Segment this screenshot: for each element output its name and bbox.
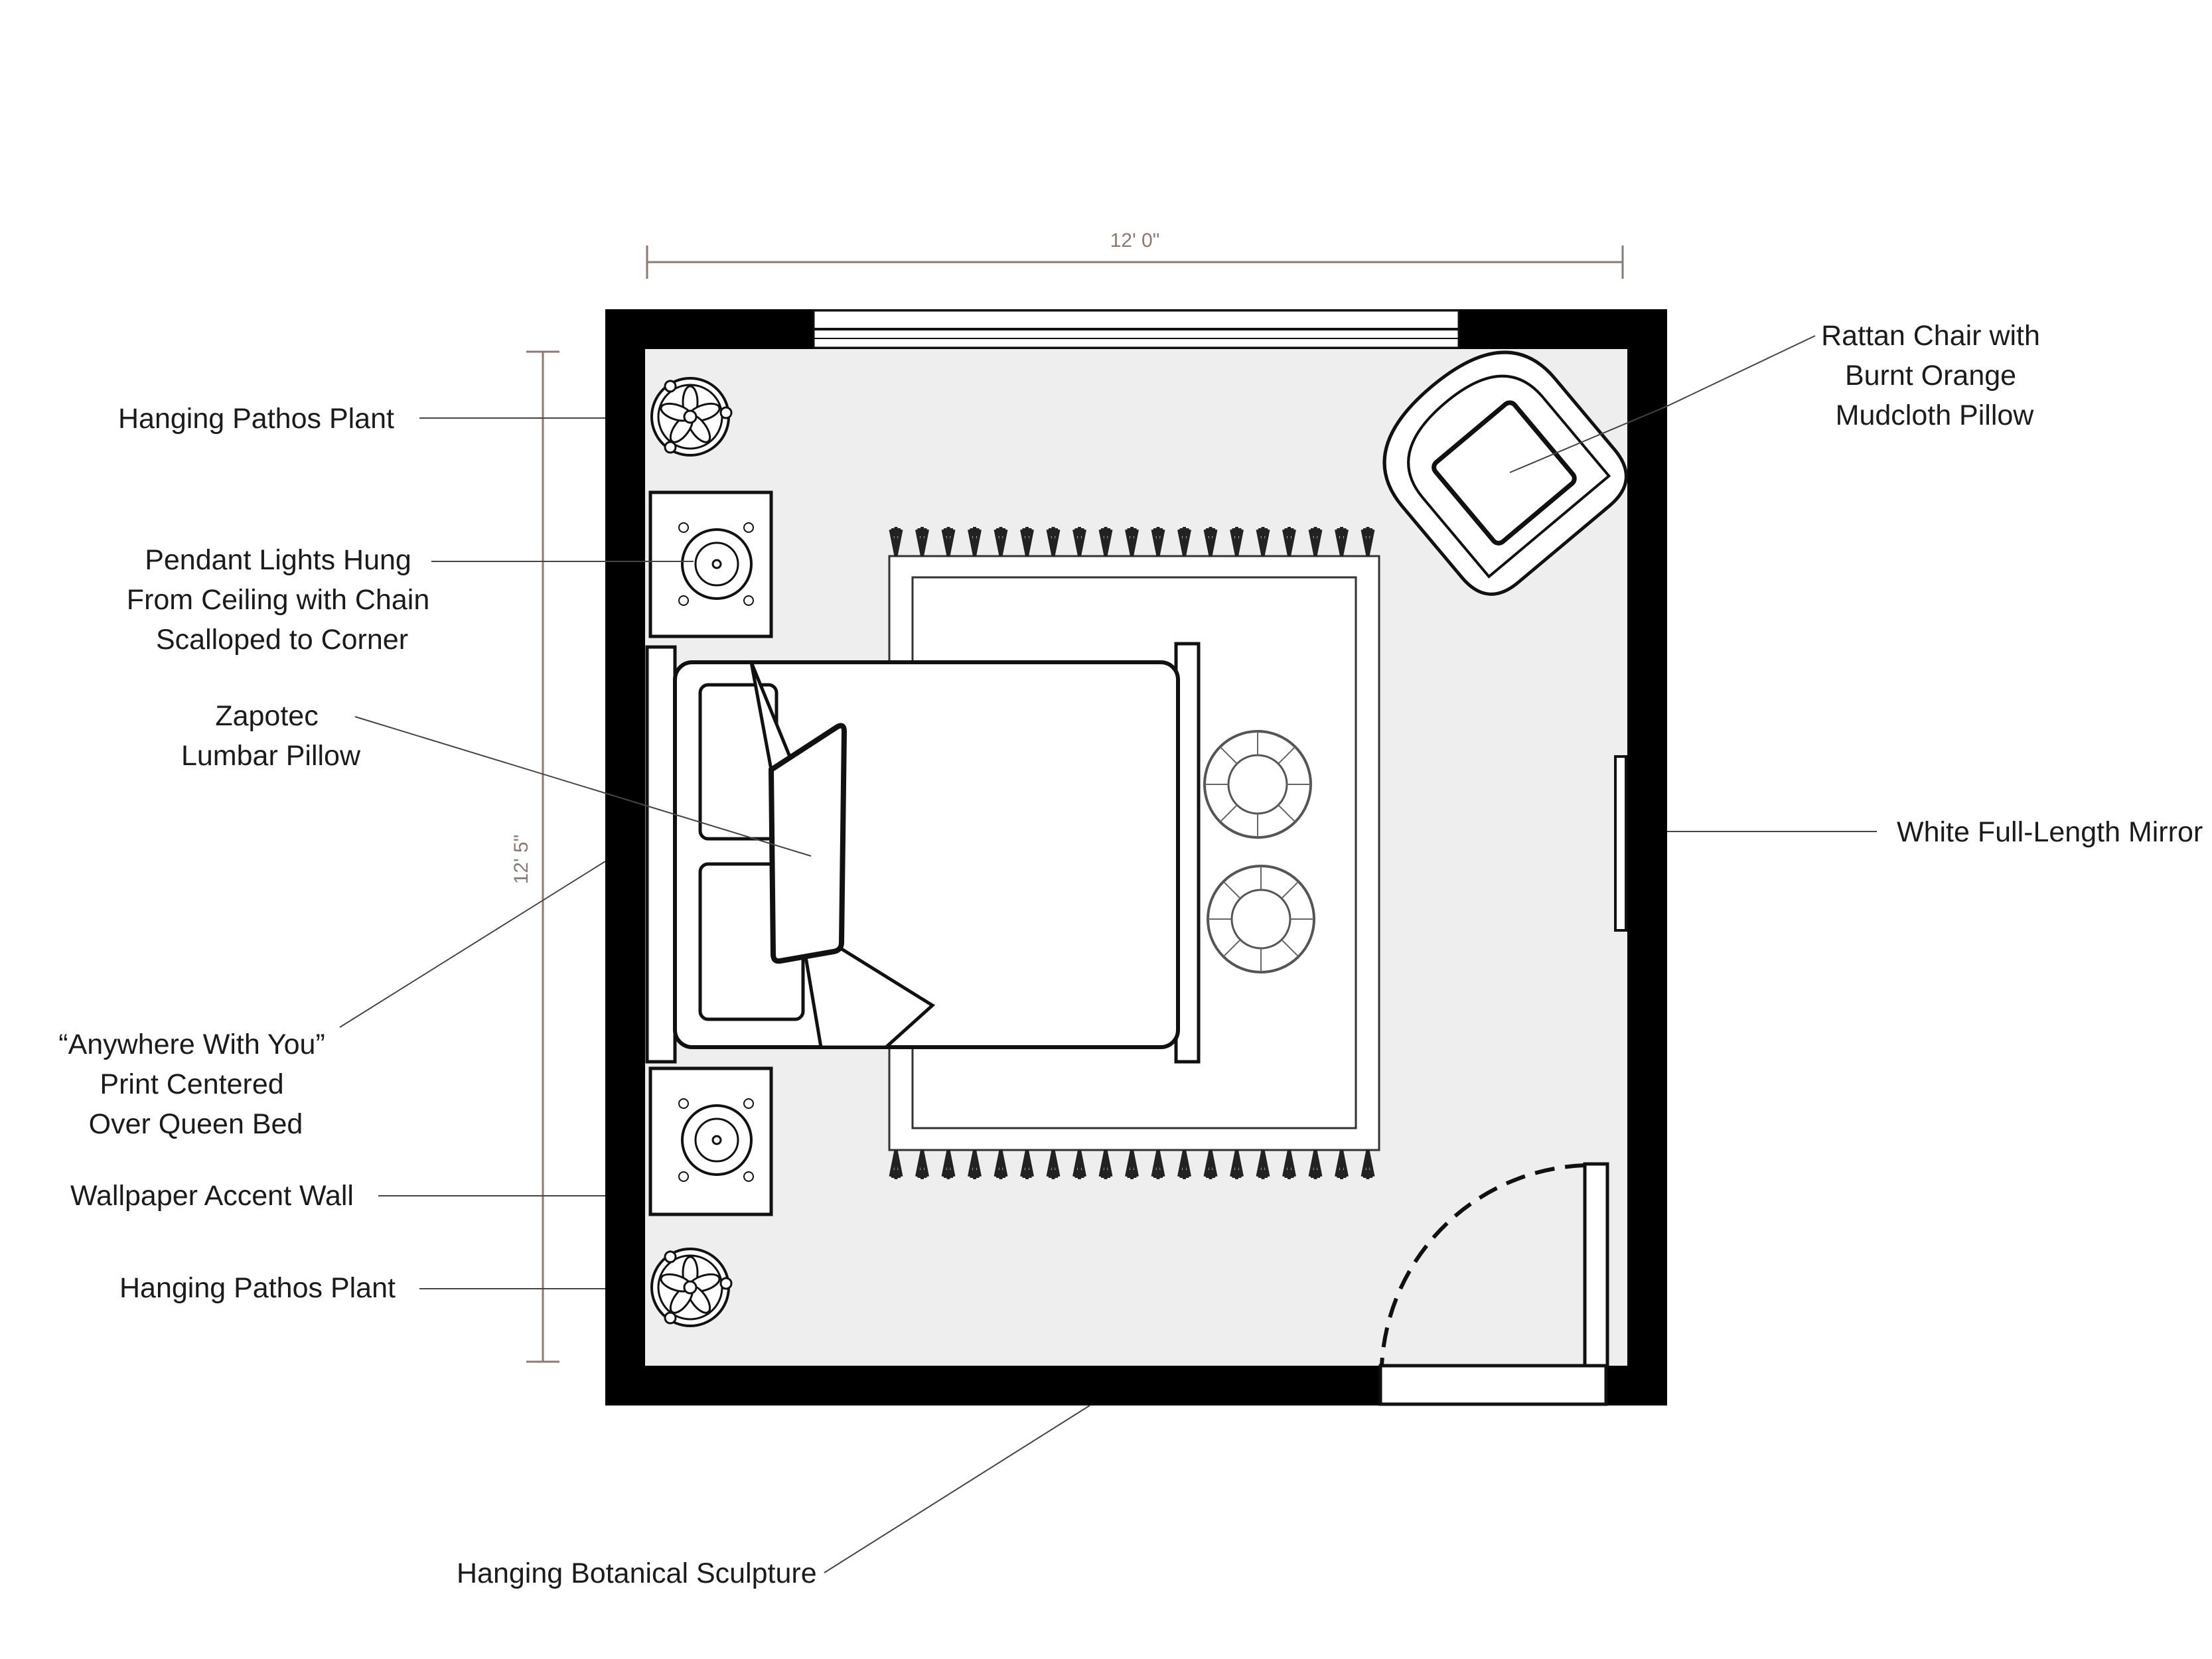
height-dimension: 12' 5" — [510, 350, 559, 1363]
queen-bed — [645, 642, 1201, 1064]
rug-tassel-knot — [1022, 528, 1032, 536]
nightstand-top — [648, 490, 773, 638]
rug-tassel-knot — [1258, 528, 1268, 536]
rug-tassel-knot — [1074, 528, 1084, 536]
rug-tassel-knot — [1284, 1170, 1294, 1178]
pouf-top — [1203, 730, 1312, 839]
rug-tassel-knot — [970, 1170, 980, 1178]
rug-tassel-knot — [1337, 1170, 1347, 1178]
pouf-seam — [1281, 881, 1299, 899]
rug-tassel-knot — [1232, 528, 1242, 536]
rug-tassel-knot — [891, 528, 901, 536]
rug-fringe-bottom — [889, 1149, 1375, 1179]
label-accent-wall: Wallpaper Accent Wall — [70, 1180, 354, 1212]
label-pathos-bottom: Hanging Pathos Plant — [119, 1272, 396, 1304]
rug-fringe-top — [889, 527, 1375, 557]
label-lumbar-pillow: Zapotec Lumbar Pillow — [181, 700, 361, 772]
rug-tassel-knot — [917, 1170, 927, 1178]
rug-tassel-knot — [917, 528, 927, 536]
label-pendant-lights: Pendant Lights Hung From Ceiling with Ch… — [127, 544, 437, 656]
pouf-seam — [1219, 804, 1238, 823]
rug-tassel-knot — [1232, 1170, 1242, 1178]
rug-tassel-knot — [1127, 1170, 1137, 1178]
rug-tassel-knot — [891, 1170, 901, 1178]
rattan-chair — [1382, 350, 1628, 596]
label-botanical-sculpture: Hanging Botanical Sculpture — [457, 1557, 817, 1589]
rug-tassel-knot — [1206, 1170, 1215, 1178]
rug-tassel-knot — [1153, 528, 1163, 536]
pathos-plant-bottom — [650, 1248, 733, 1327]
pouf-seam — [1219, 746, 1238, 764]
width-dimension: 12' 0" — [646, 230, 1624, 279]
rug-tassel-knot — [1284, 528, 1294, 536]
headboard — [645, 645, 677, 1064]
rug-tassel-knot — [1153, 1170, 1163, 1178]
mirror — [1614, 755, 1627, 932]
rug-tassel-knot — [1337, 528, 1347, 536]
nightstand-bottom — [648, 1066, 773, 1216]
rug-tassel-knot — [1311, 1170, 1320, 1178]
label-mirror: White Full-Length Mirror — [1897, 816, 2203, 848]
rug-tassel-knot — [1206, 528, 1215, 536]
label-pathos-top: Hanging Pathos Plant — [118, 403, 394, 435]
window — [812, 309, 1460, 349]
rug-tassel-knot — [1049, 1170, 1058, 1178]
leader-print — [339, 861, 606, 1028]
pouf-bottom — [1207, 865, 1315, 974]
rug-tassel-knot — [1127, 528, 1137, 536]
rug-tassel-knot — [1363, 528, 1372, 536]
rug-tassel-knot — [1363, 1170, 1372, 1178]
rug-tassel-knot — [1101, 1170, 1110, 1178]
pouf-seam — [1222, 939, 1241, 958]
leader-rattan-pillow — [1509, 405, 1668, 473]
rug-tassel-knot — [1049, 528, 1058, 536]
pouf-seam — [1222, 881, 1241, 899]
rug-tassel-knot — [1311, 528, 1320, 536]
rug-tassel-knot — [1101, 528, 1110, 536]
pouf-seam — [1278, 746, 1296, 764]
width-dimension-label: 12' 0" — [1110, 230, 1160, 252]
door — [1378, 1162, 1609, 1406]
rug-tassel-knot — [1074, 1170, 1084, 1178]
leader-rattan — [1666, 335, 1816, 407]
rug-tassel-knot — [996, 528, 1005, 536]
lumbar-pillow — [768, 723, 848, 964]
rug-tassel-knot — [1258, 1170, 1268, 1178]
rug-tassel-knot — [944, 1170, 953, 1178]
pouf-seam — [1281, 939, 1299, 958]
rug-tassel-knot — [1179, 528, 1189, 536]
rug-tassel-knot — [944, 528, 953, 536]
label-rattan-chair: Rattan Chair with Burnt Orange Mudcloth … — [1821, 320, 2048, 431]
leader-lumbar — [354, 716, 812, 857]
pouf-seam — [1278, 804, 1296, 823]
rug-tassel-knot — [1179, 1170, 1189, 1178]
pathos-plant-top — [650, 377, 733, 457]
label-print: “Anywhere With You” Print Centered Over … — [58, 1029, 332, 1140]
rug-tassel-knot — [996, 1170, 1005, 1178]
height-dimension-label: 12' 5" — [510, 835, 532, 885]
leader-botanical — [824, 1405, 1090, 1573]
rug-tassel-knot — [970, 528, 980, 536]
rug-tassel-knot — [1022, 1170, 1032, 1178]
